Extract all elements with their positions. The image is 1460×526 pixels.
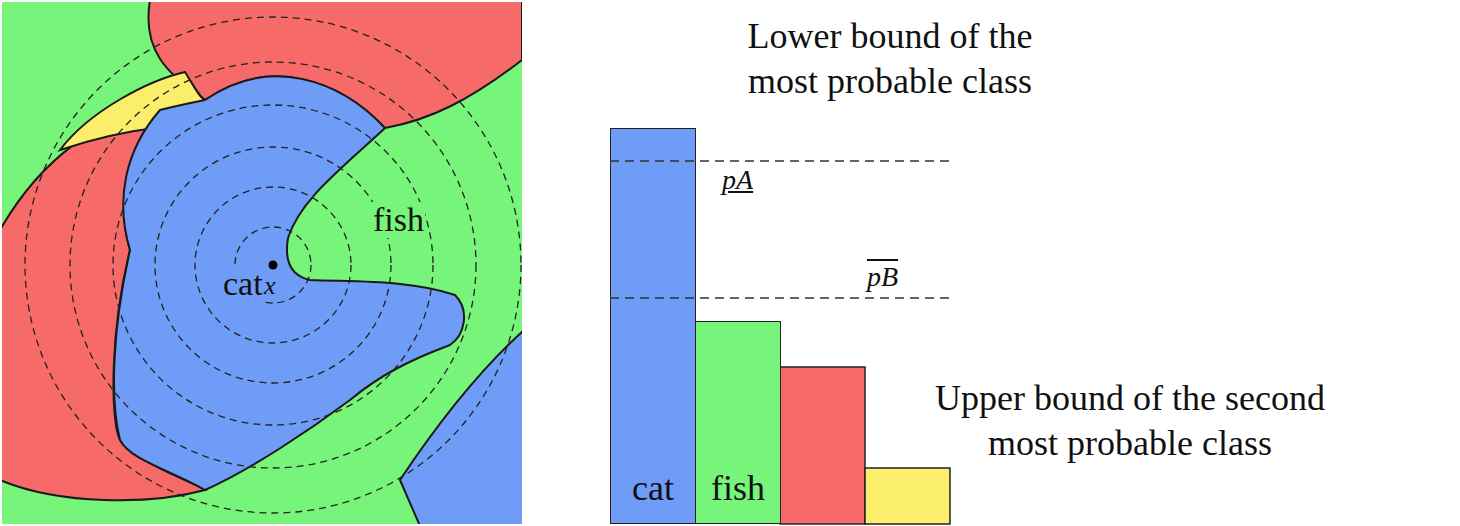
dashed-circle	[70, 62, 476, 468]
blue-region	[400, 330, 522, 524]
dashed-circle	[25, 17, 521, 513]
bar-label: fish	[696, 466, 780, 511]
bar-label: cat	[611, 466, 695, 511]
dashed-bound-line	[610, 297, 695, 298]
input-point	[269, 261, 278, 270]
annotation: Upper bound of the second most probable …	[905, 376, 1355, 466]
blue-cat-region	[114, 76, 464, 490]
dashed-circle	[113, 105, 433, 425]
region-label: cat	[222, 266, 264, 302]
dashed-bound-line	[610, 160, 695, 161]
region-label: fish	[372, 202, 425, 238]
dashed-circle	[195, 187, 351, 343]
red-bar	[780, 367, 865, 524]
bound-symbol: pA	[720, 165, 755, 194]
point-label: x	[263, 272, 277, 299]
fish-bar: fish	[695, 321, 781, 524]
green-region	[2, 2, 522, 524]
cat-bar: cat	[610, 128, 696, 524]
dashed-circle	[155, 147, 391, 383]
bound-symbol: pB	[865, 262, 900, 291]
yellow-bar	[865, 468, 950, 524]
annotation: Lower bound of the most probable class	[720, 14, 1060, 104]
